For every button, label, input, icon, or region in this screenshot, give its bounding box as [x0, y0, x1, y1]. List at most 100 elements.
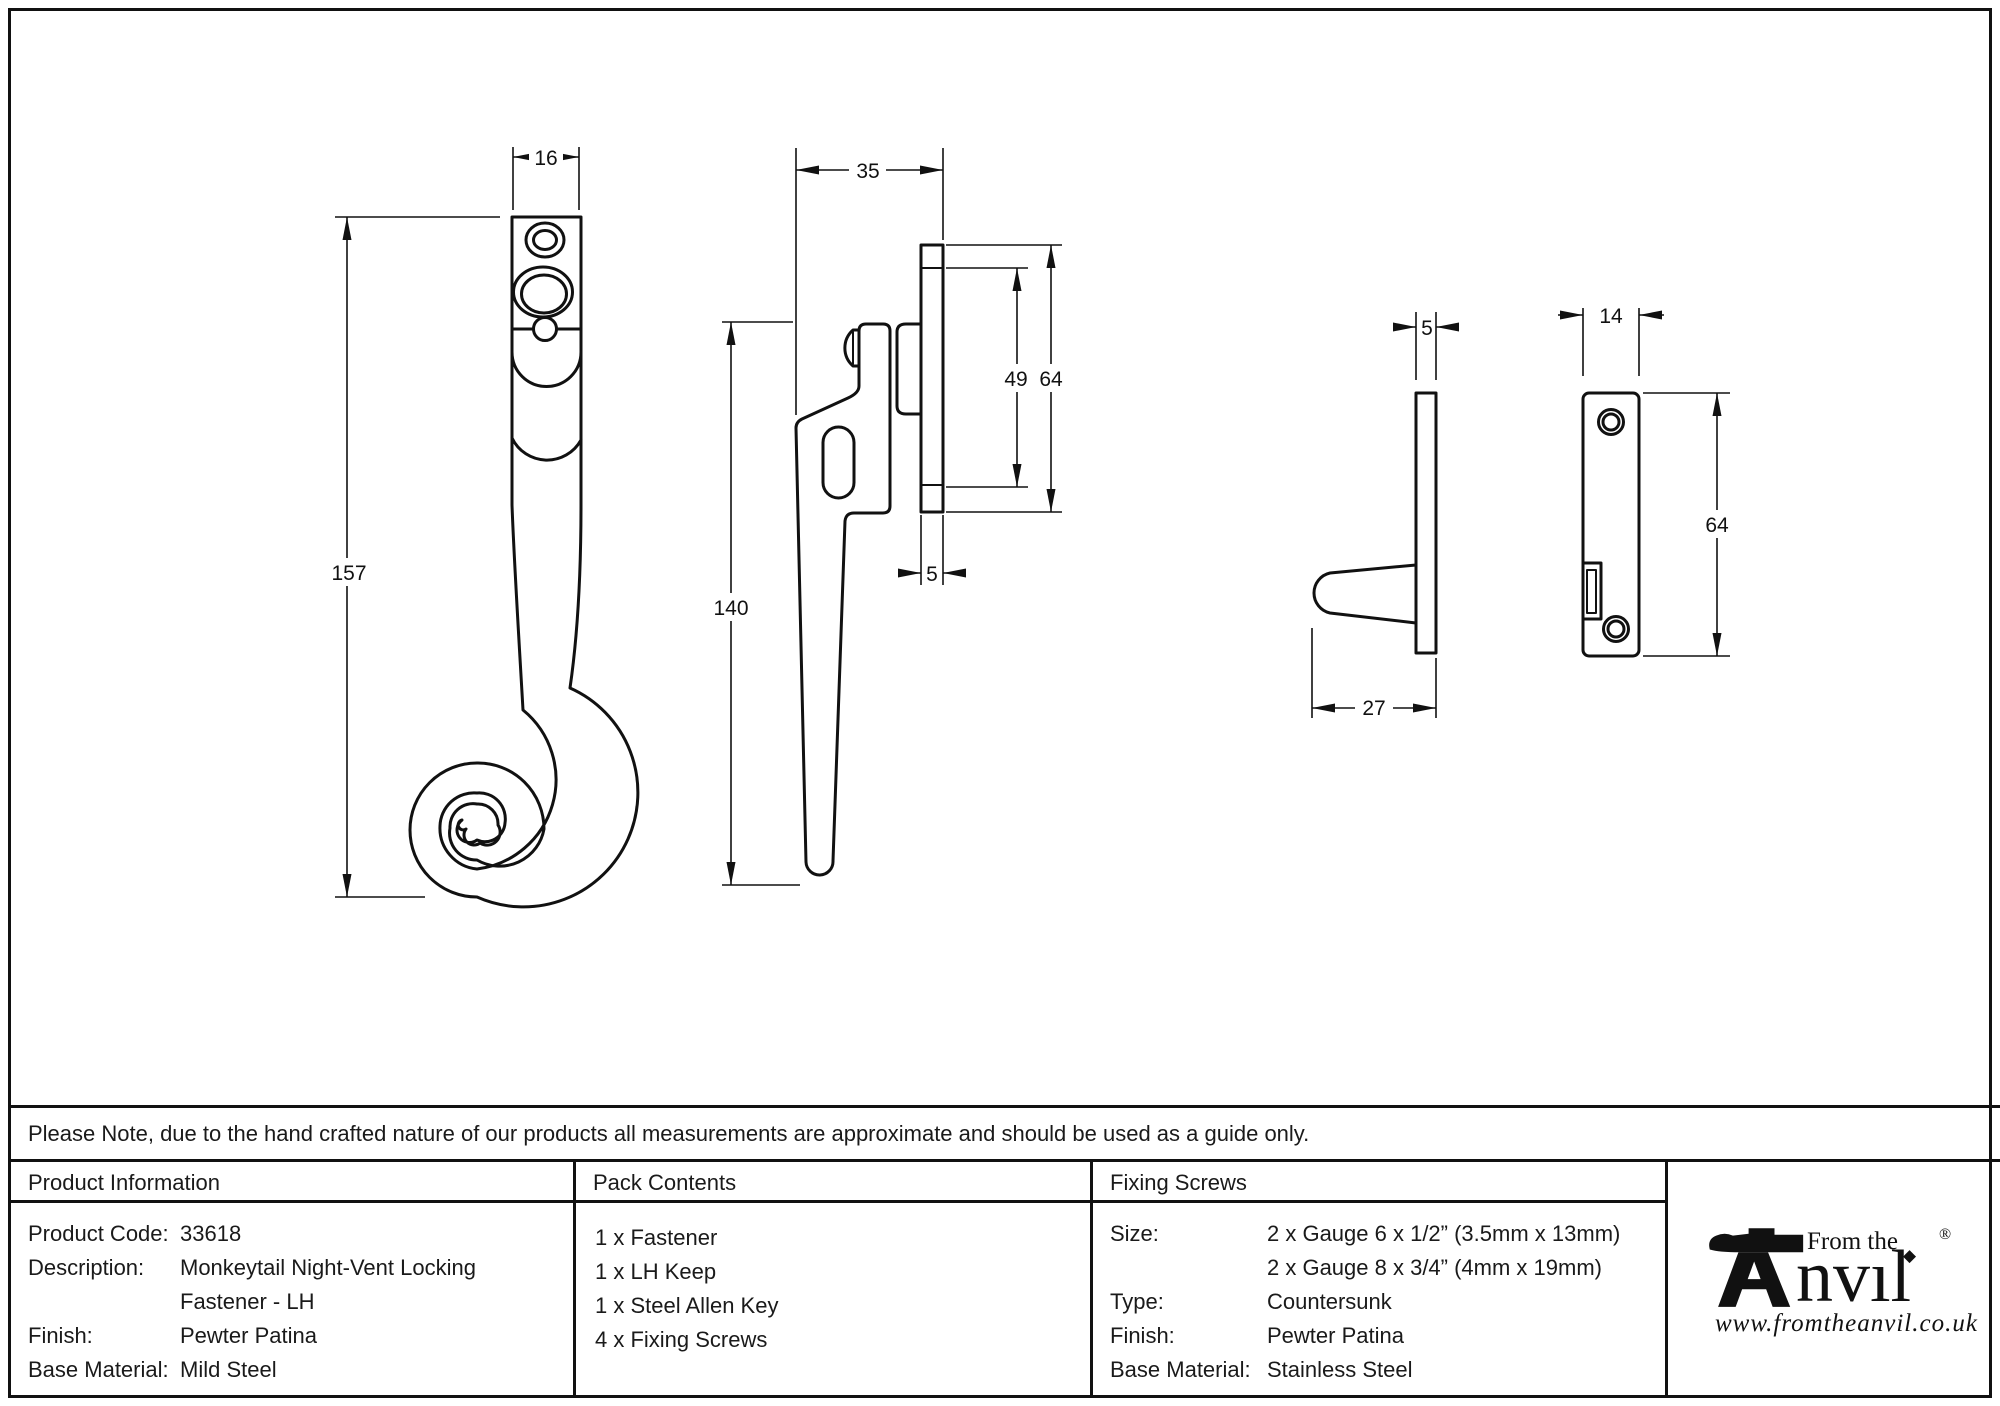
keep-front-view	[1581, 391, 1641, 658]
night-vent-slot	[821, 425, 856, 500]
pack-contents-header: Pack Contents	[593, 1170, 737, 1195]
anvil-icon	[1709, 1228, 1804, 1307]
brand-logo: From the nvıl ◆ ® www.fromtheanvil.co.uk	[1667, 1162, 1992, 1398]
screw-hole-top-outer	[1597, 408, 1625, 436]
header-underline	[8, 1200, 1667, 1203]
arrow-down-icon	[1012, 464, 1022, 487]
label-mask	[529, 146, 563, 168]
arrow-left-icon	[1436, 322, 1459, 332]
logo-tagline: From the	[1807, 1228, 1898, 1255]
row-label: Size:	[1110, 1221, 1159, 1246]
row-label: Finish:	[1110, 1323, 1175, 1348]
note-text: Please Note, due to the hand crafted nat…	[28, 1120, 1310, 1146]
row-value: Fastener - LH	[180, 1289, 315, 1314]
arrow-left-icon	[796, 165, 819, 175]
arrow-left-icon	[1312, 703, 1335, 713]
row-value: Stainless Steel	[1267, 1357, 1413, 1382]
list-item: 4 x Fixing Screws	[595, 1327, 768, 1352]
logo-url: www.fromtheanvil.co.uk	[1715, 1310, 1978, 1337]
spindle-ring-inner	[532, 229, 558, 251]
arrow-right-icon	[1560, 310, 1583, 320]
housing-arc-upper	[510, 350, 583, 388]
label-mask	[1355, 694, 1393, 720]
arrow-left-icon	[1639, 310, 1662, 320]
dim-keep-thickness: 5	[1421, 317, 1433, 340]
row-value: Monkeytail Night-Vent Locking	[180, 1255, 476, 1280]
fixing-screws-header: Fixing Screws	[1110, 1170, 1247, 1195]
page-border	[8, 8, 1992, 1398]
label-mask	[328, 558, 368, 586]
column-divider	[573, 1162, 576, 1398]
row-value: 2 x Gauge 8 x 3/4” (4mm x 19mm)	[1267, 1255, 1602, 1280]
arrow-right-icon	[898, 568, 921, 578]
screw-hole-top-inner	[1601, 412, 1621, 432]
lock-pin-boss	[843, 328, 861, 368]
dim-front-height: 157	[331, 562, 366, 585]
side-handle-outline	[794, 322, 892, 877]
arrow-right-icon	[920, 165, 943, 175]
list-item: 1 x LH Keep	[595, 1259, 717, 1284]
arrow-up-icon	[726, 322, 736, 345]
dim-front-width: 16	[534, 147, 557, 170]
fastener-front-view	[408, 215, 640, 909]
label-mask	[709, 593, 753, 621]
column-divider	[1665, 1162, 1668, 1398]
row-label: Description:	[28, 1255, 145, 1280]
row-value: Pewter Patina	[180, 1323, 317, 1348]
keep-plate-edge	[1414, 391, 1438, 655]
arrow-left-icon	[943, 568, 966, 578]
label-mask	[849, 159, 886, 181]
arrow-right-icon	[1393, 322, 1416, 332]
dim-keep-height: 64	[1705, 514, 1729, 537]
housing-arc-lower	[510, 436, 583, 462]
arrow-down-icon	[726, 862, 736, 885]
latch-slot-inner	[1586, 569, 1597, 614]
arrow-up-icon	[1712, 393, 1722, 416]
dim-side-inner: 49	[1004, 368, 1027, 391]
anvil-beam	[1709, 1228, 1804, 1253]
arrow-up-icon	[1012, 268, 1022, 291]
registered-mark: ®	[1939, 1226, 1952, 1243]
dim-keep-depth: 27	[1362, 697, 1385, 720]
row-value: Pewter Patina	[1267, 1323, 1404, 1348]
lock-boss-inner	[520, 273, 568, 315]
keep-front-arrows	[1560, 310, 1722, 656]
measurement-note: Please Note, due to the hand crafted nat…	[8, 1105, 2000, 1162]
side-plate	[919, 243, 945, 514]
side-bracket	[895, 322, 923, 416]
keep-wedge	[1312, 563, 1418, 625]
dim-side-width: 35	[856, 160, 879, 183]
label-mask	[1000, 364, 1033, 392]
latch-slot-outer	[1581, 561, 1603, 621]
keep-side-arrows	[1312, 322, 1459, 713]
fixing-screws-table: Size: 2 x Gauge 6 x 1/2” (3.5mm x 13mm) …	[1110, 1221, 1620, 1391]
product-information-header: Product Information	[28, 1170, 220, 1195]
dim-side-plate-height: 64	[1039, 368, 1063, 391]
side-view-arrows	[726, 165, 1056, 885]
row-value: Countersunk	[1267, 1289, 1392, 1314]
fastener-side-view	[794, 243, 945, 877]
column-divider	[1090, 1162, 1093, 1398]
diamond-icon: ◆	[1903, 1246, 1917, 1265]
arrow-up-icon	[1046, 245, 1056, 268]
dim-keep-width: 14	[1599, 305, 1623, 328]
row-label: Base Material:	[28, 1357, 169, 1382]
dim-side-height: 140	[713, 597, 748, 620]
list-item: 1 x Fastener	[595, 1225, 718, 1250]
fastener-front-outline	[408, 215, 640, 909]
arrow-down-icon	[1712, 633, 1722, 656]
row-value: 33618	[180, 1221, 242, 1246]
label-mask	[1701, 510, 1734, 538]
row-label: Base Material:	[1110, 1357, 1251, 1382]
arrow-right-icon	[1413, 703, 1436, 713]
row-label: Type:	[1110, 1289, 1164, 1314]
arrow-down-icon	[342, 874, 352, 897]
screw-hole-bottom-inner	[1606, 619, 1626, 639]
label-mask	[1035, 364, 1068, 392]
keep-plate-face	[1581, 391, 1641, 658]
screw-hole-bottom-outer	[1602, 615, 1630, 643]
pack-contents-list: 1 x Fastener 1 x LH Keep 1 x Steel Allen…	[595, 1221, 778, 1357]
row-value: Mild Steel	[180, 1357, 277, 1382]
